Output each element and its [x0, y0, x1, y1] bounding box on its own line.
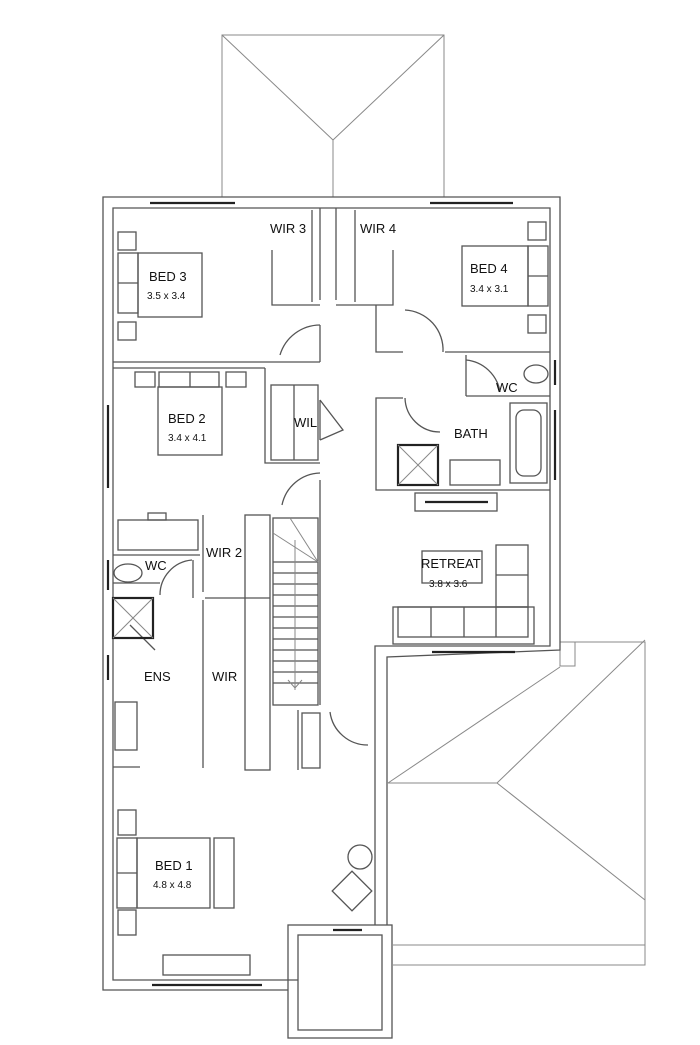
label-wir3: WIR 3	[270, 221, 306, 236]
label-wc-ens: WC	[145, 558, 167, 573]
staircase	[272, 517, 319, 690]
exterior-walls	[102, 196, 561, 1039]
label-bed1: BED 1	[155, 858, 193, 873]
label-bed4-size: 3.4 x 3.1	[470, 284, 509, 295]
interior-walls	[113, 208, 550, 771]
doors	[129, 309, 501, 746]
room-labels: WIR 3 WIR 4 BED 3 3.5 x 3.4 BED 4 3.4 x …	[144, 221, 518, 891]
furniture	[111, 221, 549, 976]
roof-right	[387, 639, 646, 966]
label-bed2-size: 3.4 x 4.1	[168, 433, 207, 444]
stair-arrow	[287, 679, 303, 689]
label-bath: BATH	[454, 426, 488, 441]
label-bed1-size: 4.8 x 4.8	[153, 880, 192, 891]
label-bed3: BED 3	[149, 269, 187, 284]
label-bed3-size: 3.5 x 3.4	[147, 291, 186, 302]
label-wc-upper: WC	[496, 380, 518, 395]
stair-arrow	[289, 517, 319, 563]
label-retreat: RETREAT	[421, 556, 481, 571]
label-bed4: BED 4	[470, 261, 508, 276]
label-ens: ENS	[144, 669, 171, 684]
label-wir: WIR	[212, 669, 237, 684]
label-wir2: WIR 2	[206, 545, 242, 560]
label-bed2: BED 2	[168, 411, 206, 426]
label-wir4: WIR 4	[360, 221, 396, 236]
label-wil: WIL	[294, 415, 317, 430]
roof-top	[221, 34, 445, 198]
label-retreat-size: 3.8 x 3.6	[429, 579, 468, 590]
